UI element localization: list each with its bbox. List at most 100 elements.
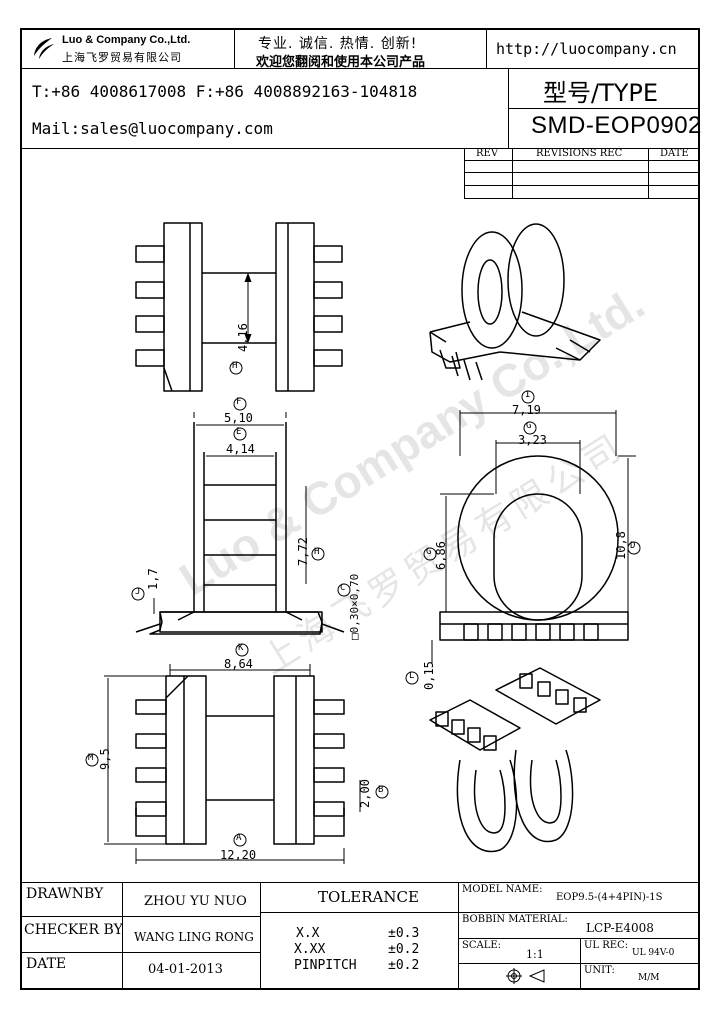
phone-fax: T:+86 4008617008 F:+86 4008892163-104818	[32, 82, 418, 101]
dim-front-lines	[153, 412, 307, 614]
tol-pin-label: PINPITCH	[294, 958, 357, 973]
marker-d: D	[630, 541, 636, 551]
tb-hline-tol	[260, 912, 458, 913]
marker-g-side: G	[426, 547, 432, 557]
dim-c-value: □0,30×0,70	[348, 573, 361, 640]
unit-value: M/M	[638, 973, 660, 983]
bottom-view	[135, 675, 345, 845]
tb-hline-left-1	[20, 916, 260, 917]
company-logo-icon	[34, 38, 54, 59]
marker-f: F	[236, 397, 242, 407]
dim-m-value: 9,5	[98, 748, 112, 770]
rev-row-line-1	[464, 160, 700, 161]
ul-value: UL 94V-0	[632, 948, 675, 958]
header-bottom-line	[20, 148, 700, 149]
scale-label: SCALE:	[462, 940, 502, 951]
marker-j-circle	[131, 587, 145, 601]
drawnby-value: ZHOU YU NUO	[144, 894, 247, 909]
checker-value: WANG LING RONG	[134, 930, 254, 944]
rev-row-line-2	[464, 172, 700, 173]
rev-col-date: DATE	[660, 148, 689, 159]
top-view	[135, 222, 343, 392]
marker-g-top: G	[526, 421, 532, 431]
dim-d-value: 10,8	[614, 531, 628, 560]
company-name: Luo & Company Co.,Ltd.	[62, 34, 191, 46]
marker-c-circle	[337, 583, 351, 597]
dim-g-value: 3,23	[518, 433, 547, 447]
front-view	[135, 422, 345, 635]
tb-hline-right-2	[458, 938, 700, 939]
header-vline-1	[234, 28, 235, 68]
rev-col-rec: REVISIONS REC	[536, 148, 623, 159]
dim-l-value: 0,15	[422, 661, 436, 690]
marker-h-top: H	[232, 361, 238, 371]
dim-h-top	[244, 273, 252, 343]
marker-l: L	[409, 671, 415, 681]
marker-f-circle	[233, 397, 247, 411]
iso-view-bottom	[429, 667, 601, 853]
dim-a-value: 12,20	[220, 848, 257, 862]
dim-k-value: 8,64	[224, 657, 253, 671]
website-link[interactable]: http://luocompany.cn	[496, 40, 677, 58]
model-number: SMD-EOP0902	[531, 112, 702, 139]
header-vline-2	[486, 28, 487, 68]
unit-label: UNIT:	[584, 965, 615, 976]
marker-a-circle	[233, 833, 247, 847]
dim-h-front-value: 7,72	[296, 537, 310, 566]
marker-i-circle	[521, 390, 535, 404]
tb-vline-3	[458, 882, 459, 990]
header-divider	[20, 68, 700, 69]
type-label: 型号/TYPE	[543, 79, 659, 107]
marker-g-top-circle	[523, 421, 537, 435]
dim-e-value: 4,14	[226, 442, 255, 456]
email-address: Mail:sales@luocompany.com	[32, 119, 273, 138]
header-type-divider	[508, 108, 700, 109]
marker-e-circle	[233, 427, 247, 441]
marker-k: K	[238, 643, 244, 653]
marker-b-circle	[375, 785, 389, 799]
slogan-line1: 专业. 诚信. 热情. 创新!	[258, 36, 418, 52]
marker-h-front: H	[314, 547, 320, 557]
marker-g-side-circle	[423, 547, 437, 561]
dim-j-value: 1,7	[146, 568, 160, 590]
marker-b: B	[378, 785, 384, 795]
marker-m-circle	[85, 753, 99, 767]
dim-i-value: 7,19	[512, 403, 541, 417]
title-block-top	[20, 882, 700, 883]
rev-col-rev: REV	[476, 148, 499, 159]
marker-k-circle	[235, 643, 249, 657]
marker-i: I	[525, 390, 531, 400]
marker-j: J	[135, 587, 141, 597]
dim-g-side-value: 6,86	[434, 541, 448, 570]
dim-h-top-value: 4,16	[236, 323, 250, 352]
drawnby-label: DRAWNBY	[26, 886, 104, 902]
bobbin-value: LCP-E4008	[586, 921, 654, 935]
tol-xx-value: ±0.2	[388, 942, 420, 957]
dim-f-value: 5,10	[224, 411, 253, 425]
tol-pin-value: ±0.2	[388, 958, 420, 973]
scale-value: 1:1	[526, 948, 544, 961]
drawing-sheet-border	[20, 28, 700, 990]
marker-c: C	[340, 583, 346, 593]
rev-row-line-4	[464, 198, 700, 199]
projection-symbol-icon	[506, 968, 545, 984]
marker-d-circle	[627, 541, 641, 555]
tb-vline-1	[122, 882, 123, 990]
tolerance-label: TOLERANCE	[318, 888, 419, 906]
rev-vline-left	[464, 148, 465, 198]
date-value: 04-01-2013	[148, 962, 223, 977]
rev-vline-1	[512, 148, 513, 198]
tb-hline-left-2	[20, 952, 260, 953]
slogan-line2: 欢迎您翻阅和使用本公司产品	[256, 55, 426, 70]
model-name-value: EOP9.5-(4+4PIN)-1S	[556, 892, 663, 903]
rev-vline-2	[648, 148, 649, 198]
rev-row-line-3	[464, 185, 700, 186]
date-label: DATE	[26, 956, 67, 972]
tb-hline-right-1	[458, 912, 700, 913]
checker-label: CHECKER BY	[24, 922, 123, 938]
marker-h-top-circle	[229, 361, 243, 375]
dim-b-value: 2,00	[358, 779, 372, 808]
dim-bottom-lines	[104, 664, 361, 864]
model-name-label: MODEL NAME:	[462, 884, 543, 895]
